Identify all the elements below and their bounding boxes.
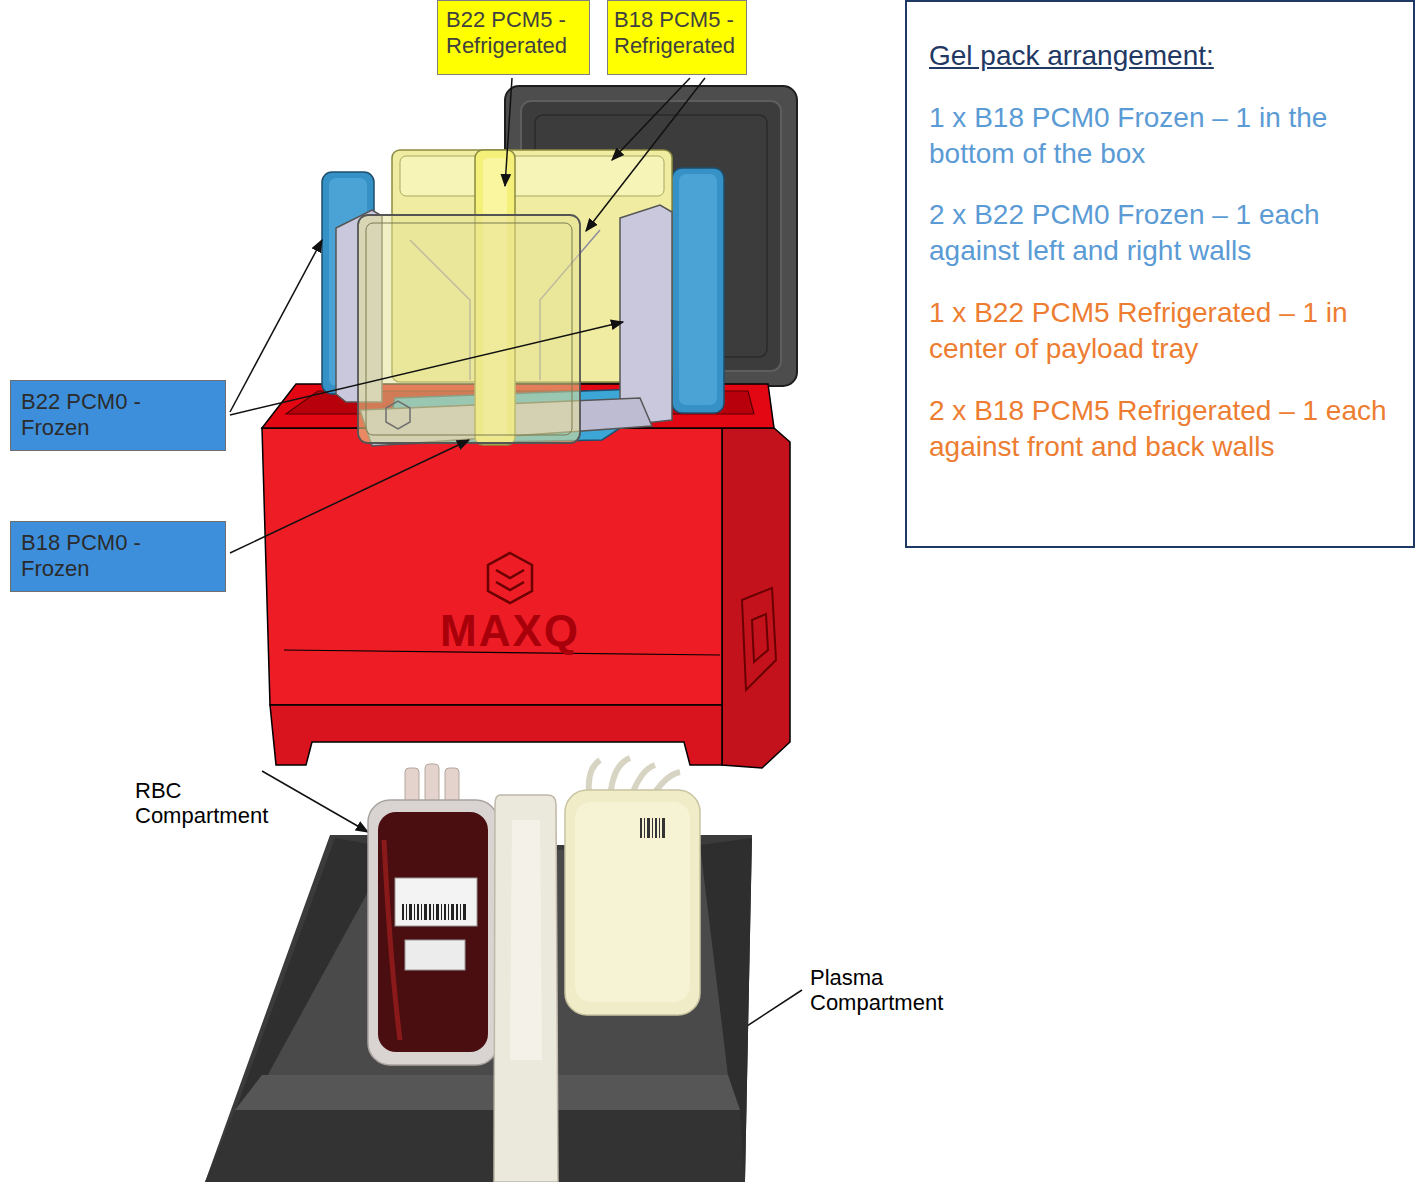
rbc-bag (441, 904, 442, 920)
refrigerated-gel-pack (386, 401, 410, 429)
plasma-bag (565, 790, 700, 1015)
rbc-bag (368, 800, 498, 1065)
frozen-callout: B18 PCM0 - Frozen (10, 521, 226, 592)
payload-tray (620, 205, 672, 425)
legend-panel: Gel pack arrangement: 1 x B18 PCM0 Frozen… (905, 0, 1415, 548)
rbc-bag (460, 904, 461, 920)
cooler-box (488, 553, 532, 603)
foam-tray (205, 1110, 745, 1182)
callout-text: B18 PCM5 - Refrigerated (614, 7, 740, 60)
rbc-bag (417, 904, 419, 920)
brand-emboss: MAXQ (425, 606, 595, 657)
rbc-bag (424, 904, 427, 920)
plasma-bag (659, 818, 660, 838)
cooler-box (270, 705, 722, 765)
rbc-bag (402, 904, 466, 920)
plasma-bag (662, 818, 665, 838)
rbc-bag (429, 904, 431, 920)
rbc-bag (444, 904, 446, 920)
rbc-bag (433, 904, 434, 920)
divider-gel-pack (510, 820, 542, 1060)
callout-text: 2 x B18 PCM5 Refrigerated – 1 each again… (929, 393, 1395, 465)
rbc-bag (436, 904, 439, 920)
callout-text: 2 x B22 PCM0 Frozen – 1 each against lef… (929, 197, 1395, 269)
rbc-bag (451, 904, 454, 920)
frozen-callout: B22 PCM0 - Frozen (10, 380, 226, 451)
callout-text: B22 PCM5 - Refrigerated (446, 7, 581, 60)
refrigerated-callout: B22 PCM5 - Refrigerated (437, 0, 590, 75)
cooler-box (488, 553, 532, 603)
leader-line (586, 78, 705, 231)
leader-line (505, 78, 512, 186)
rbc-bag (384, 840, 400, 1040)
plasma-bag (565, 758, 700, 1015)
refrigerated-gel-pack (358, 215, 580, 443)
callout-text: B18 PCM0 - Frozen (21, 530, 171, 583)
rbc-bag (395, 878, 477, 926)
divider-gel-pack (494, 795, 558, 1182)
rbc-bag (421, 904, 422, 920)
frozen-gel-pack (672, 168, 724, 413)
callout-text: 1 x B22 PCM5 Refrigerated – 1 in center … (929, 295, 1395, 367)
cooler-box (752, 614, 768, 662)
callout-text: B22 PCM0 - Frozen (21, 389, 171, 442)
compartment-label: Plasma Compartment (810, 965, 980, 1016)
rbc-bag (463, 904, 466, 920)
foam-tray (235, 1075, 740, 1110)
rbc-bag (405, 940, 465, 970)
plasma-bag (647, 818, 650, 838)
payload-tray (336, 205, 672, 446)
leader-line (230, 440, 469, 553)
divider-gel-pack (494, 795, 558, 1182)
frozen-gel-pack (679, 174, 717, 405)
refrigerated-gel-pack (386, 401, 410, 429)
panel-heading: Gel pack arrangement: (929, 38, 1395, 74)
leader-line (262, 771, 368, 832)
rbc-bag (368, 764, 498, 1065)
cooler-box (722, 428, 790, 768)
refrigerated-callout: B18 PCM5 - Refrigerated (607, 0, 747, 75)
cooler-box (742, 588, 776, 690)
rbc-bag (456, 904, 458, 920)
rbc-bag (406, 904, 407, 920)
rbc-bag (402, 904, 404, 920)
callout-text: 1 x B18 PCM0 Frozen – 1 in the bottom of… (929, 100, 1395, 172)
plasma-bag (575, 802, 690, 1002)
cooler-box (496, 570, 524, 590)
plasma-bag (640, 818, 665, 838)
leader-line (230, 240, 322, 412)
rbc-bag (414, 904, 415, 920)
refrigerated-gel-pack (358, 215, 580, 443)
refrigerated-gel-pack (400, 156, 664, 196)
rbc-bag (378, 812, 488, 1052)
plasma-bag (644, 818, 645, 838)
plasma-bag (652, 818, 653, 838)
rbc-bag (448, 904, 449, 920)
compartment-label: RBC Compartment (135, 778, 285, 829)
plasma-bag (640, 818, 642, 838)
rbc-bag (409, 904, 412, 920)
plasma-bag (655, 818, 657, 838)
cooler-box (742, 588, 776, 690)
leader-line (230, 322, 623, 415)
refrigerated-gel-pack (366, 223, 572, 435)
cooler-box (262, 428, 722, 705)
